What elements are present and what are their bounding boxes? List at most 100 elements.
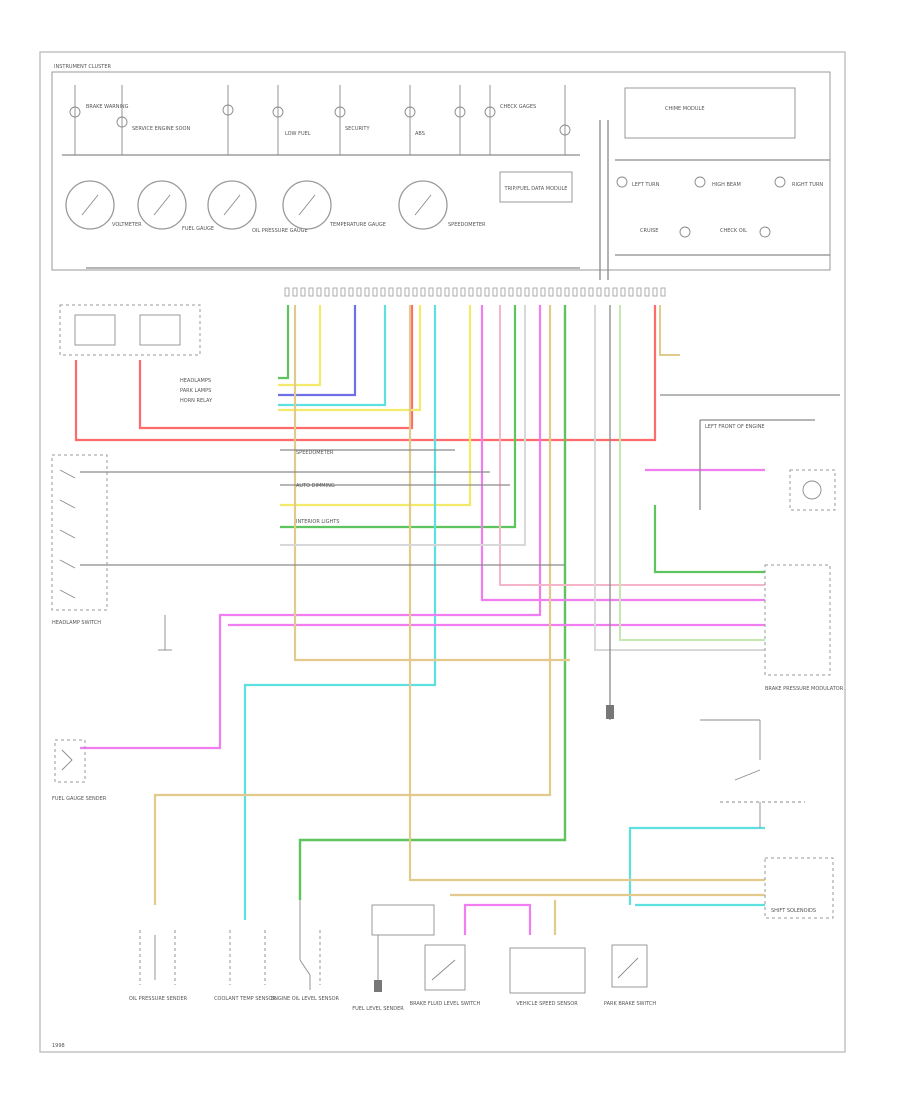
connector-pin bbox=[468, 287, 474, 297]
svg-text:FUEL GAUGE SENDER: FUEL GAUGE SENDER bbox=[52, 796, 107, 802]
connector-pin bbox=[388, 287, 394, 297]
svg-text:VEHICLE SPEED SENSOR: VEHICLE SPEED SENSOR bbox=[516, 1001, 578, 1007]
mid-label-4: HEADLAMPS bbox=[180, 378, 211, 384]
svg-text:HEADLAMP SWITCH: HEADLAMP SWITCH bbox=[52, 620, 101, 626]
connector-pin bbox=[404, 287, 410, 297]
connector-pin bbox=[300, 287, 306, 297]
svg-text:ENGINE OIL LEVEL SENSOR: ENGINE OIL LEVEL SENSOR bbox=[271, 996, 340, 1002]
svg-text:OIL PRESSURE SENDER: OIL PRESSURE SENDER bbox=[129, 996, 188, 1002]
mid-label-1: SPEEDOMETER bbox=[296, 450, 334, 456]
component-park-brake: PARK BRAKE SWITCH bbox=[604, 944, 656, 1007]
connector-pin bbox=[412, 287, 418, 297]
connector-pin bbox=[516, 287, 522, 297]
right-module: BRAKE PRESSURE MODULATOR LEFT FRONT OF E… bbox=[705, 424, 844, 692]
connector-pin bbox=[452, 287, 458, 297]
connector-pin bbox=[284, 287, 290, 297]
connector-pin bbox=[644, 287, 650, 297]
shift-solenoid-block: SHIFT SOLENOIDS bbox=[764, 857, 834, 919]
gauge-oil-pressure: OIL PRESSURE GAUGE bbox=[207, 180, 308, 234]
ground-symbols bbox=[158, 615, 614, 992]
component-vss: VEHICLE SPEED SENSOR bbox=[509, 947, 586, 1007]
instrument-cluster: BRAKE WARNING SERVICE ENGINE SOON LOW FU… bbox=[51, 71, 831, 280]
mid-label-2: AUTO DIMMING bbox=[296, 483, 335, 489]
gauge-voltmeter: VOLTMETER bbox=[65, 180, 142, 230]
svg-text:SPEEDOMETER: SPEEDOMETER bbox=[448, 222, 486, 228]
svg-text:FUEL LEVEL SENDER: FUEL LEVEL SENDER bbox=[352, 1006, 404, 1012]
svg-text:VOLTMETER: VOLTMETER bbox=[112, 222, 142, 228]
svg-text:HIGH BEAM: HIGH BEAM bbox=[712, 182, 741, 188]
connector-pin bbox=[596, 287, 602, 297]
connector-pin bbox=[356, 287, 362, 297]
connector-pin bbox=[476, 287, 482, 297]
connector-pin bbox=[500, 287, 506, 297]
connector-row bbox=[284, 287, 666, 297]
indicator-bulbs bbox=[69, 85, 571, 155]
connector-pin bbox=[508, 287, 514, 297]
indicator-label-2: SERVICE ENGINE SOON bbox=[132, 126, 190, 132]
connector-pin bbox=[396, 287, 402, 297]
indicator-label-1: BRAKE WARNING bbox=[86, 104, 129, 110]
right-indicators: CHIME MODULE LEFT TURN HIGH BEAM RIGHT T… bbox=[616, 87, 823, 238]
footer-code: 1998 bbox=[52, 1043, 65, 1049]
connector-pin bbox=[436, 287, 442, 297]
svg-text:CHIME MODULE: CHIME MODULE bbox=[665, 106, 705, 112]
svg-text:BRAKE FLUID LEVEL SWITCH: BRAKE FLUID LEVEL SWITCH bbox=[410, 1001, 481, 1007]
connector-pin bbox=[340, 287, 346, 297]
connector-pin bbox=[540, 287, 546, 297]
connector-pin bbox=[492, 287, 498, 297]
gauge-temperature: TEMPERATURE GAUGE bbox=[282, 180, 386, 230]
svg-text:TRIP/FUEL DATA MODULE: TRIP/FUEL DATA MODULE bbox=[504, 186, 568, 192]
connector-pin bbox=[564, 287, 570, 297]
connector-pin bbox=[316, 287, 322, 297]
component-coolant: COOLANT TEMP SENSOR bbox=[214, 930, 276, 1002]
connector-pin bbox=[364, 287, 370, 297]
component-brake-fluid: BRAKE FLUID LEVEL SWITCH bbox=[410, 944, 481, 1007]
connector-pin bbox=[372, 287, 378, 297]
cluster-header-label: INSTRUMENT CLUSTER bbox=[54, 64, 112, 70]
connector-pin bbox=[332, 287, 338, 297]
svg-text:FUEL GAUGE: FUEL GAUGE bbox=[182, 226, 214, 232]
mid-label-6: HORN RELAY bbox=[180, 398, 213, 404]
svg-text:CHECK OIL: CHECK OIL bbox=[720, 228, 747, 234]
left-fuse-box bbox=[59, 304, 201, 356]
connector-pin bbox=[460, 287, 466, 297]
connector-pin bbox=[652, 287, 658, 297]
connector-pin bbox=[484, 287, 490, 297]
bottom-components: OIL PRESSURE SENDER COOLANT TEMP SENSOR … bbox=[129, 900, 656, 1012]
connector-pin bbox=[548, 287, 554, 297]
svg-text:PARK BRAKE SWITCH: PARK BRAKE SWITCH bbox=[604, 1001, 656, 1007]
indicator-label-4: SECURITY bbox=[345, 126, 370, 132]
connector-pin bbox=[380, 287, 386, 297]
svg-text:BRAKE PRESSURE MODULATOR: BRAKE PRESSURE MODULATOR bbox=[765, 686, 844, 692]
indicator-label-6: CHECK GAGES bbox=[500, 104, 536, 110]
wire-harness bbox=[74, 305, 840, 935]
fuel-sender: FUEL GAUGE SENDER bbox=[52, 739, 107, 802]
connector-pin bbox=[620, 287, 626, 297]
component-oil-level: ENGINE OIL LEVEL SENSOR bbox=[271, 900, 340, 1002]
connector-pin bbox=[292, 287, 298, 297]
svg-text:LEFT TURN: LEFT TURN bbox=[632, 182, 660, 188]
connector-pin bbox=[444, 287, 450, 297]
svg-text:CRUISE: CRUISE bbox=[640, 228, 658, 234]
connector-pin bbox=[572, 287, 578, 297]
svg-text:LEFT FRONT OF ENGINE: LEFT FRONT OF ENGINE bbox=[705, 424, 765, 430]
mid-label-5: PARK LAMPS bbox=[180, 388, 211, 394]
indicator-label-5: ABS bbox=[415, 131, 425, 137]
left-switch-box: HEADLAMP SWITCH bbox=[51, 454, 108, 626]
connector-pin bbox=[524, 287, 530, 297]
connector-pin bbox=[636, 287, 642, 297]
indicator-label-3: LOW FUEL bbox=[285, 131, 311, 137]
svg-text:OIL PRESSURE GAUGE: OIL PRESSURE GAUGE bbox=[252, 228, 308, 234]
svg-text:SHIFT SOLENOIDS: SHIFT SOLENOIDS bbox=[771, 908, 816, 914]
diagram-frame bbox=[39, 51, 846, 1053]
connector-pin bbox=[628, 287, 634, 297]
connector-pin bbox=[556, 287, 562, 297]
svg-text:RIGHT TURN: RIGHT TURN bbox=[792, 182, 823, 188]
connector-pin bbox=[588, 287, 594, 297]
svg-text:TEMPERATURE GAUGE: TEMPERATURE GAUGE bbox=[329, 222, 386, 228]
connector-pin bbox=[324, 287, 330, 297]
connector-pin bbox=[604, 287, 610, 297]
connector-pin bbox=[428, 287, 434, 297]
connector-pin bbox=[660, 287, 666, 297]
